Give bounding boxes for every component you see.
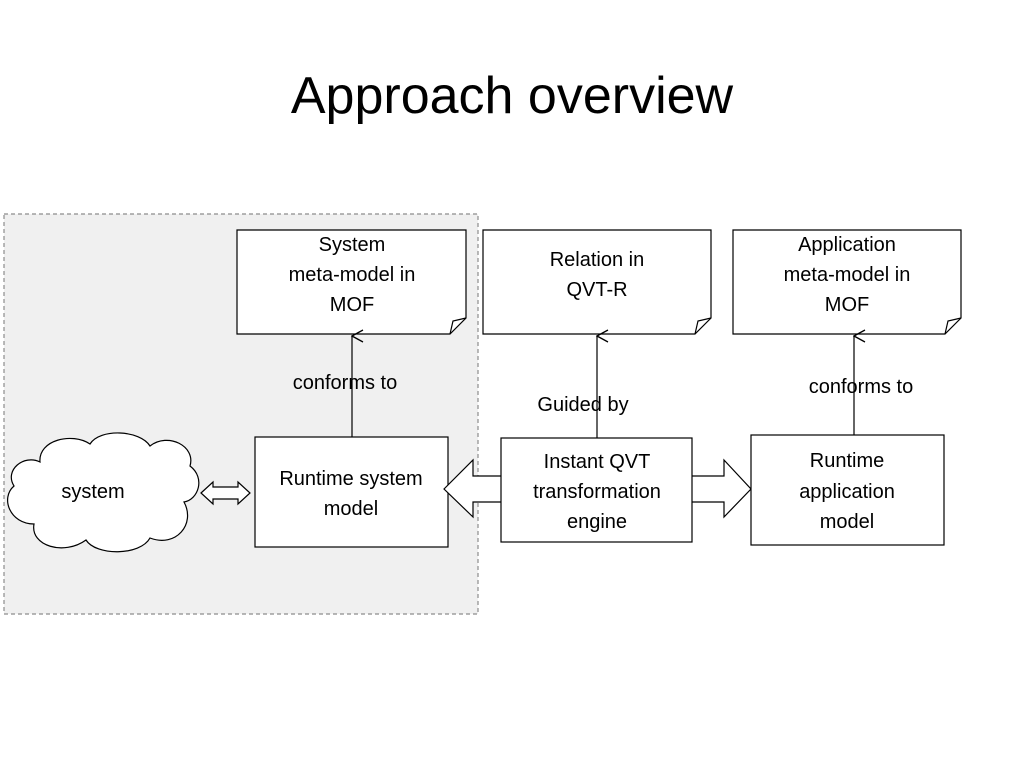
conforms-to-label-left: conforms to: [293, 372, 397, 394]
application-meta-model-line-1: Application: [798, 234, 896, 256]
application-meta-model-line-3: MOF: [825, 294, 869, 316]
qvt-engine-box: Instant QVT transformation engine: [500, 437, 693, 543]
system-label: system: [61, 481, 124, 503]
system-meta-model-line-1: System: [319, 234, 386, 256]
page-title: Approach overview: [290, 67, 734, 125]
relation-qvt-line-1: Relation in: [550, 249, 645, 271]
sync-double-arrow: [200, 480, 251, 506]
system-meta-model-line-2: meta-model in: [289, 264, 416, 286]
runtime-app-model-line-3: model: [820, 511, 874, 533]
runtime-app-model-line-1: Runtime: [810, 450, 884, 472]
runtime-system-model-line-1: Runtime system: [279, 468, 422, 490]
system-cloud: system: [7, 432, 200, 553]
runtime-system-model-line-2: model: [324, 498, 378, 520]
conforms-to-label-right: conforms to: [809, 376, 913, 398]
system-meta-model-line-3: MOF: [330, 294, 374, 316]
qvt-engine-line-3: engine: [567, 511, 627, 533]
application-meta-model-document: Application meta-model in MOF: [732, 229, 962, 335]
application-meta-model-line-2: meta-model in: [784, 264, 911, 286]
relation-qvt-document: Relation in QVT-R: [482, 229, 712, 335]
guided-by-label: Guided by: [537, 394, 628, 416]
runtime-app-model-line-2: application: [799, 481, 895, 503]
relation-qvt-line-2: QVT-R: [566, 279, 627, 301]
runtime-application-model-box: Runtime application model: [750, 434, 945, 546]
qvt-engine-line-1: Instant QVT: [544, 451, 651, 473]
system-meta-model-document: System meta-model in MOF: [236, 229, 467, 335]
qvt-engine-line-2: transformation: [533, 481, 661, 503]
runtime-system-model-box: Runtime system model: [254, 436, 449, 548]
